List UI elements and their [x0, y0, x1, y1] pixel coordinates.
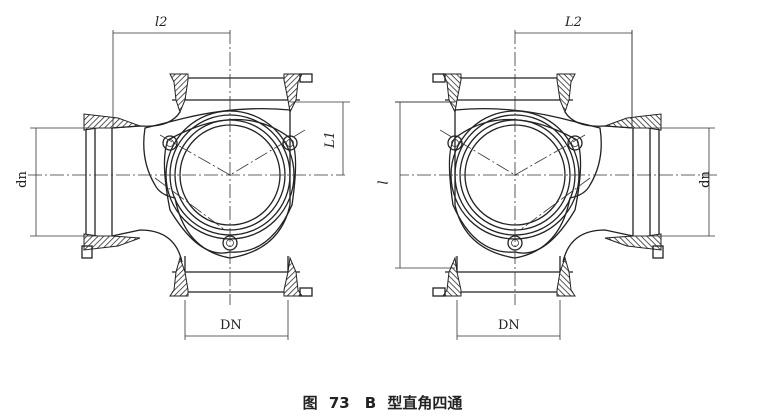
left-DN-label: DN	[220, 318, 242, 333]
right-l-label: l	[376, 180, 392, 185]
left-dn-label: dn	[14, 171, 30, 188]
right-dn-label: dn	[697, 171, 713, 188]
left-dimension-lines	[35, 32, 344, 337]
right-dimension-lines	[395, 30, 710, 337]
right-DN-label: DN	[498, 318, 520, 333]
figure-caption: 图 73 B 型直角四通	[302, 394, 463, 412]
right-fitting-drawing	[394, 29, 718, 341]
right-L2-label: L2	[565, 15, 582, 30]
left-fitting-drawing	[27, 29, 351, 341]
left-l2-label: l2	[155, 15, 168, 30]
left-L1-label: L1	[322, 131, 338, 148]
